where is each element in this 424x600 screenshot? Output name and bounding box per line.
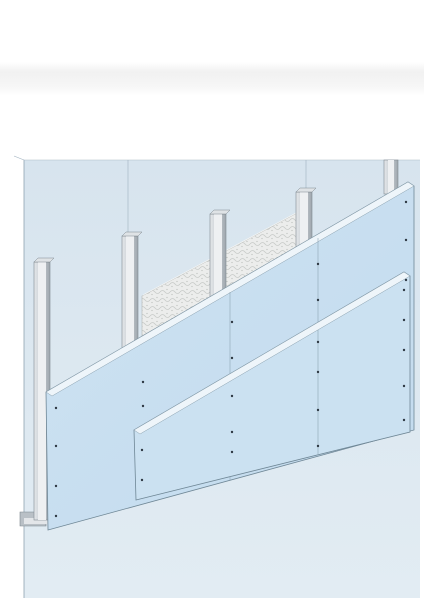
metal-stud: [33, 257, 55, 521]
metal-stud: [383, 159, 399, 195]
board-layer-2: [133, 271, 411, 501]
screws: [54, 200, 408, 518]
metal-stud: [209, 209, 231, 313]
metal-studs: [33, 159, 399, 521]
top-bar: [0, 0, 424, 96]
metal-stud: [121, 231, 143, 357]
